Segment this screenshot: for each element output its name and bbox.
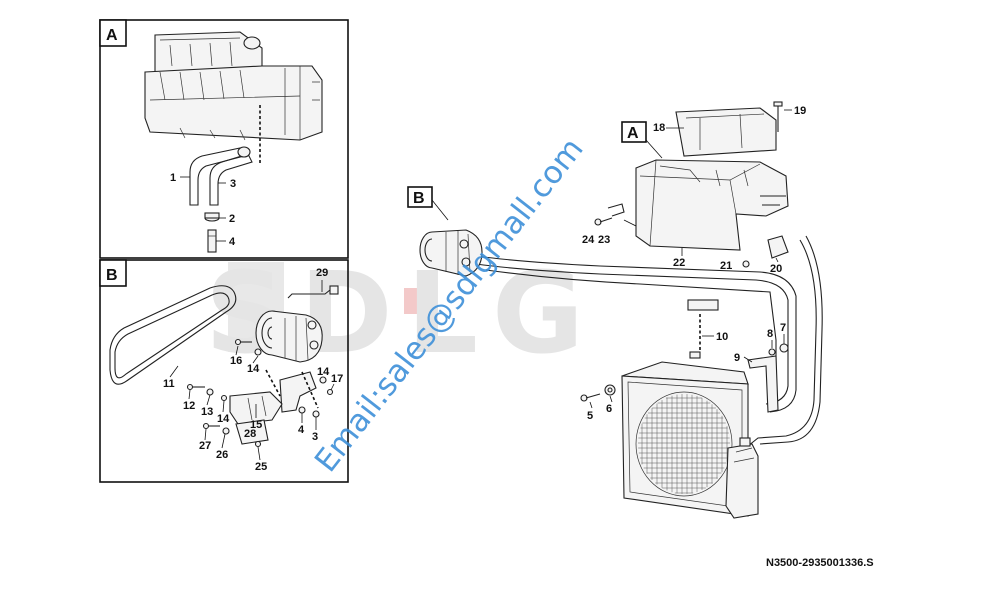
bolt-19 [773, 101, 792, 132]
compressor-main [419, 229, 483, 277]
callout-b-tag: B [413, 190, 425, 207]
label-20: 20 [770, 263, 782, 275]
receiver-drier [725, 437, 759, 519]
label-b-14a: 14 [247, 363, 260, 375]
bracket-dash-2 [301, 371, 319, 409]
inset-a-tag: A [106, 27, 118, 44]
label-b-15: 15 [250, 419, 262, 431]
inset-b: B 29 [99, 259, 349, 483]
label-b-13: 13 [201, 406, 213, 418]
label-22: 22 [673, 257, 685, 269]
drawing-code: N3500-2935001336.S [766, 557, 874, 569]
label-23: 23 [598, 234, 610, 246]
evaporator-unit-a [144, 31, 323, 141]
label-b-4: 4 [298, 424, 305, 436]
condenser-fan-grid [638, 394, 730, 494]
nut-21 [742, 260, 750, 268]
label-b-27: 27 [199, 440, 211, 452]
label-10: 10 [716, 331, 728, 343]
label-a-1: 1 [170, 172, 176, 184]
screws-23-24 [594, 203, 637, 227]
bolt-5-6 [580, 384, 616, 409]
label-8: 8 [767, 328, 773, 340]
callout-a-tag: A [627, 125, 639, 142]
label-a-3: 3 [230, 178, 236, 190]
drain-clamp [204, 212, 220, 222]
drain-valve [207, 229, 217, 253]
fasteners-7-8-9 [743, 334, 789, 413]
evaporator-main [635, 107, 789, 259]
label-b-17: 17 [331, 373, 343, 385]
drive-belt [109, 285, 237, 385]
label-9: 9 [734, 352, 740, 364]
cable-29-connector [329, 285, 339, 295]
label-b-29: 29 [316, 267, 328, 279]
label-b-3: 3 [312, 431, 318, 443]
label-b-12: 12 [183, 400, 195, 412]
label-19: 19 [794, 105, 806, 117]
label-b-25: 25 [255, 461, 267, 473]
callout-a-box [621, 121, 647, 143]
condenser [621, 361, 749, 517]
label-18: 18 [653, 122, 665, 134]
label-b-26: 26 [216, 449, 228, 461]
main-assembly: B 19 18 A 24 [407, 101, 823, 519]
label-21: 21 [720, 260, 732, 272]
callout-b-box [407, 186, 433, 208]
label-6: 6 [606, 403, 612, 415]
refrigerant-lines [475, 235, 823, 447]
inset-a: A 1 3 2 [99, 19, 349, 259]
fasteners-b [186, 338, 334, 448]
compressor-b [255, 310, 323, 363]
label-5: 5 [587, 410, 593, 422]
bracket-dash-1 [265, 369, 281, 397]
drain-hoses [189, 146, 253, 206]
label-7: 7 [780, 322, 786, 334]
label-24: 24 [582, 234, 595, 246]
label-a-4: 4 [229, 236, 236, 248]
inset-b-tag: B [106, 267, 118, 284]
label-b-16: 16 [230, 355, 242, 367]
label-a-2: 2 [229, 213, 235, 225]
label-b-11: 11 [163, 378, 175, 390]
label-b-14c: 14 [317, 366, 330, 378]
bracket-10 [687, 299, 719, 359]
label-b-28: 28 [244, 428, 256, 440]
label-b-14b: 14 [217, 413, 230, 425]
